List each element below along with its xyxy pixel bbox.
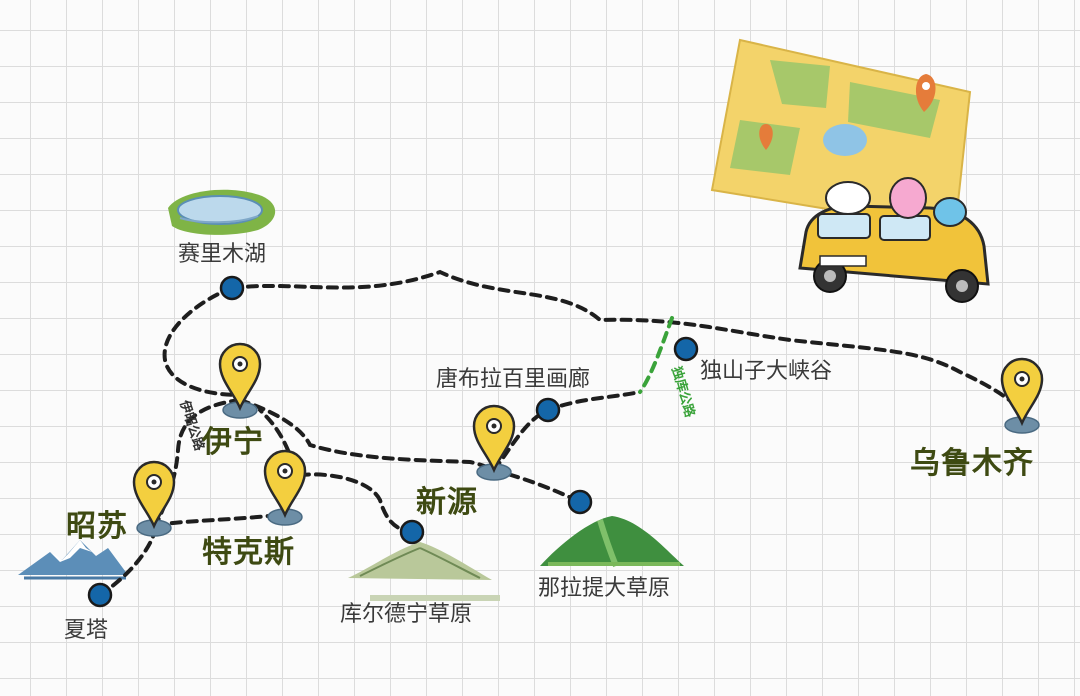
- dot-tangbula: [535, 397, 561, 423]
- map-pin-icon[interactable]: [472, 404, 516, 482]
- dot-nalati: [567, 489, 593, 515]
- route-sayram-yining: [162, 286, 242, 397]
- car-illustration-icon: [798, 177, 990, 303]
- dot-xiata: [87, 582, 113, 608]
- city-label-urumqi: 乌鲁木齐: [910, 446, 1034, 481]
- route-tekesi-kuerdening: [298, 472, 414, 534]
- road-label-duku: 独库公路: [668, 365, 698, 420]
- attraction-label-kuerdening: 库尔德宁草原: [340, 602, 473, 627]
- city-label-yining: 伊宁: [202, 425, 264, 460]
- route-sayram-urumqi: [230, 269, 1024, 414]
- lake-icon: [168, 189, 276, 235]
- city-label-xinyuan: 新源: [416, 485, 478, 520]
- route-xinyuan-tangbula: [492, 390, 642, 472]
- dot-sayram: [219, 275, 245, 301]
- map-pin-icon[interactable]: [1000, 357, 1044, 435]
- route-zhaosu-tekesi: [154, 512, 288, 527]
- dot-kuerdening: [399, 519, 425, 545]
- dot-dushanzi: [673, 336, 699, 362]
- city-label-zhaosu: 昭苏: [66, 509, 128, 544]
- snow-mountain-icon: [18, 540, 128, 580]
- duku-road-line: [638, 316, 674, 394]
- map-pin-icon[interactable]: [218, 342, 262, 420]
- map-pin-icon[interactable]: [263, 449, 307, 527]
- attraction-label-tangbula: 唐布拉百里画廊: [436, 367, 591, 392]
- attraction-dots: [87, 275, 699, 608]
- map-pin-icon[interactable]: [132, 460, 176, 538]
- attraction-label-nalati: 那拉提大草原: [538, 576, 671, 601]
- city-label-tekesi: 特克斯: [202, 535, 295, 570]
- grassland-hill-icon: [540, 516, 684, 568]
- attraction-label-dushanzi: 独山子大峡谷: [700, 359, 833, 384]
- mountain-icon: [348, 542, 500, 601]
- attraction-label-xiata: 夏塔: [64, 618, 109, 643]
- route-yining-xinyuan: [238, 398, 496, 472]
- attraction-label-sayram: 赛里木湖: [178, 242, 267, 267]
